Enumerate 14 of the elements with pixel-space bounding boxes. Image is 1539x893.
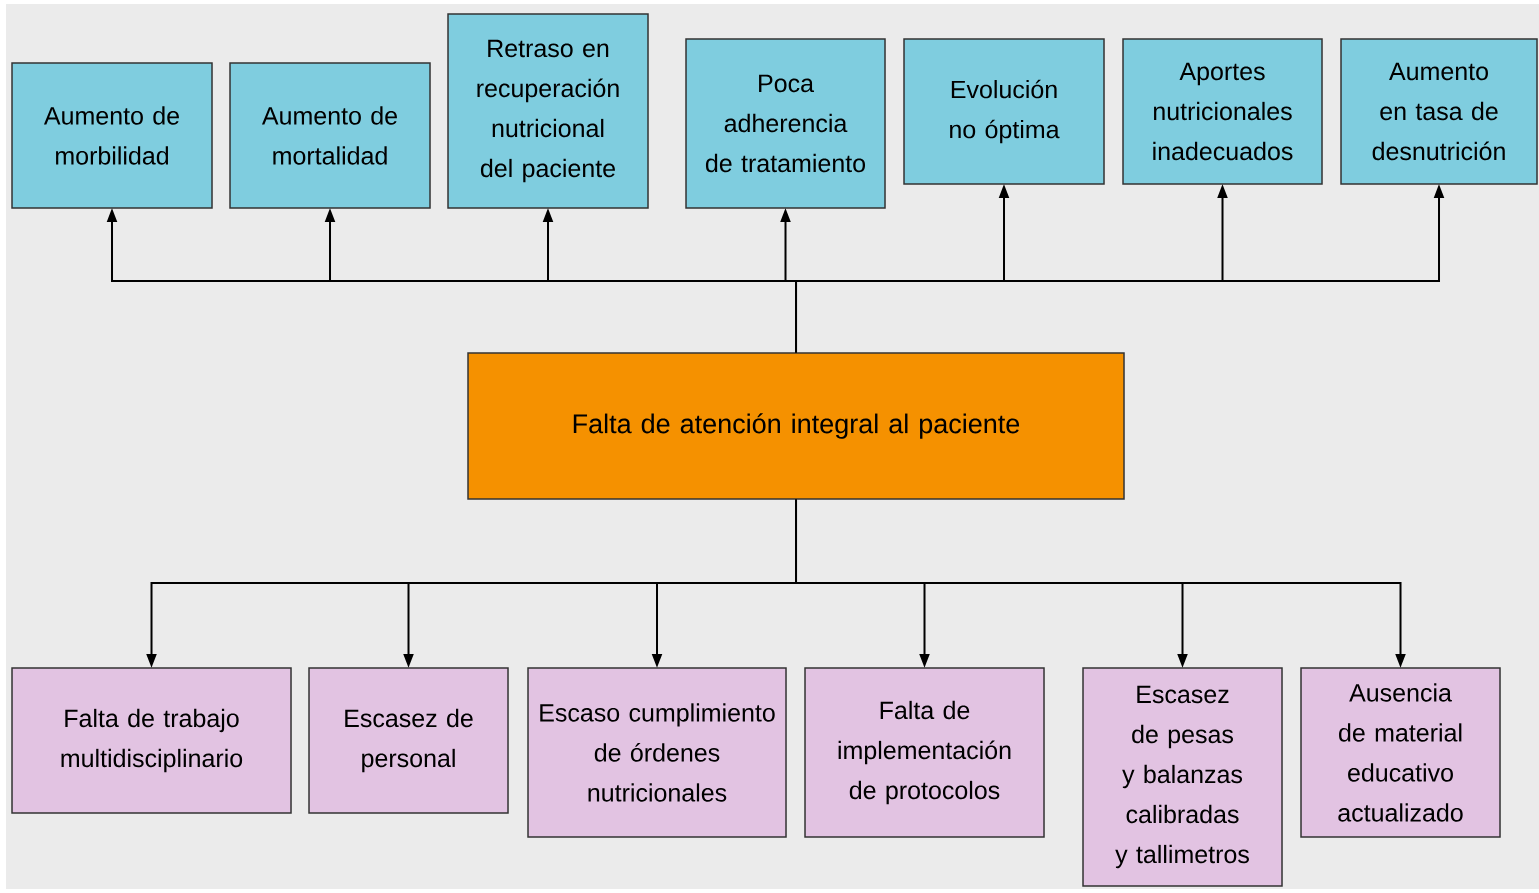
cause-box: Ausencia de material educativo actualizado xyxy=(1300,667,1501,838)
problem-box: Falta de atención integral al paciente xyxy=(467,352,1125,500)
effect-box: Evolución no óptima xyxy=(903,38,1105,185)
cause-box: Escasez de pesas y balanzas calibradas y tallimetros xyxy=(1082,667,1283,887)
cause-box: Escasez de personal xyxy=(308,667,509,814)
effect-box: Aumento de mortalidad xyxy=(229,62,431,209)
cause-box: Escaso cumplimiento de órdenes nutricionales xyxy=(527,667,787,838)
effect-box: Retraso en recuperación nutricional del paciente xyxy=(447,13,649,209)
effect-box: Aportes nutricionales inadecuados xyxy=(1122,38,1323,185)
cause-box: Falta de implementación de protocolos xyxy=(804,667,1045,838)
effect-box: Poca adherencia de tratamiento xyxy=(685,38,886,209)
effect-box: Aumento en tasa de desnutrición xyxy=(1340,38,1538,185)
cause-box: Falta de trabajo multidisciplinario xyxy=(11,667,292,814)
effect-box: Aumento de morbilidad xyxy=(11,62,213,209)
